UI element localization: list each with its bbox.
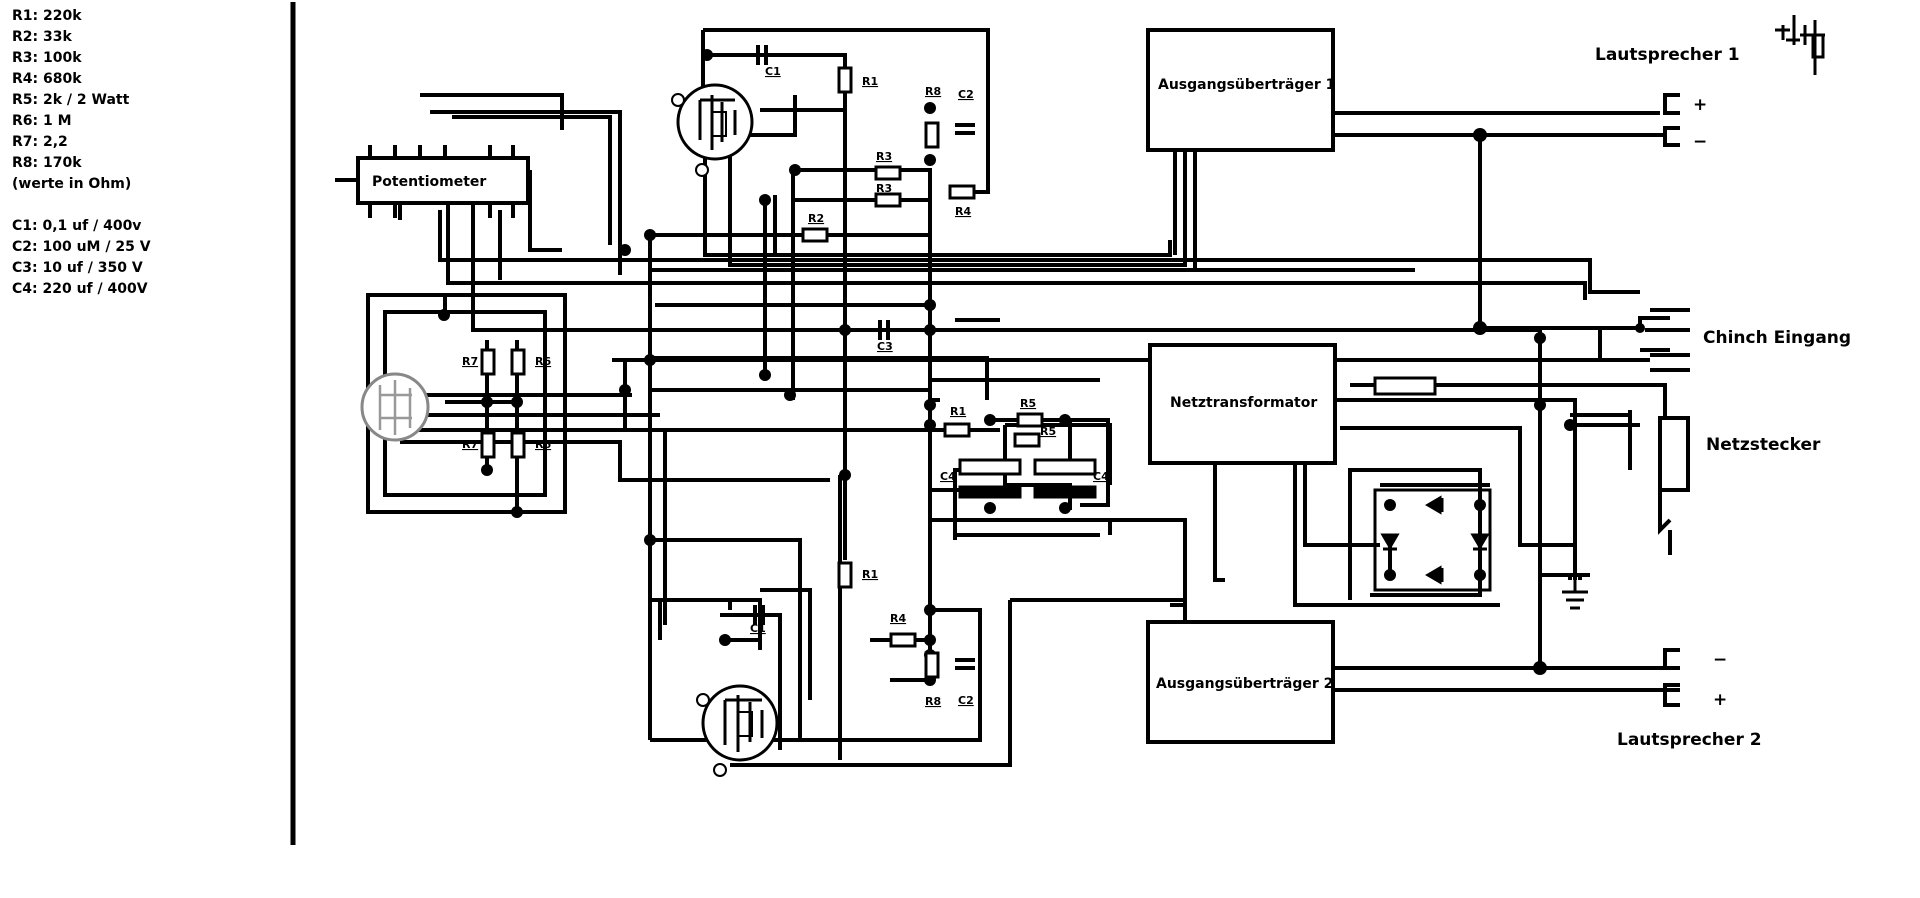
- r1-mid-label: R1: [950, 405, 966, 418]
- legend-r1: R1: 220k: [12, 8, 82, 24]
- r4-top: [948, 184, 976, 200]
- mains-plug: [1658, 416, 1690, 492]
- r7-a: [480, 348, 496, 376]
- r3-a-label: R3: [876, 150, 892, 163]
- rectifier-bridge: [1373, 488, 1492, 592]
- c2-bottom-label: C2: [958, 694, 974, 707]
- output-transformer-1-label: Ausgangsüberträger 1: [1158, 77, 1335, 93]
- component-legend: R1: 220k R2: 33k R3: 100k R4: 680k R5: 2…: [12, 6, 151, 300]
- junctions: [438, 49, 1645, 686]
- legend-r8: R8: 170k: [12, 155, 82, 171]
- r2-label: R2: [808, 212, 824, 225]
- r1-mid: [943, 422, 971, 438]
- c4-a-bottom: [958, 485, 1022, 499]
- r4-top-label: R4: [955, 205, 971, 218]
- speaker-1-minus: −: [1693, 132, 1707, 152]
- r8-bottom-label: R8: [925, 695, 941, 708]
- legend-r4: R4: 680k: [12, 71, 82, 87]
- legend-r7: R7: 2,2: [12, 134, 68, 150]
- legend-r2: R2: 33k: [12, 29, 72, 45]
- wiring: [366, 28, 1680, 767]
- potentiometer-label: Potentiometer: [372, 174, 486, 190]
- r5-b: [1013, 432, 1041, 448]
- r7-a-label: R7: [462, 355, 478, 368]
- c2-top-symbol: [955, 123, 975, 135]
- r6-b: [510, 431, 526, 459]
- potentiometer-block: Potentiometer: [335, 145, 530, 218]
- r7-b-label: R7: [462, 438, 478, 451]
- speaker-1-plus: +: [1693, 95, 1707, 115]
- legend-c1: C1: 0,1 uf / 400v: [12, 218, 142, 234]
- c1-top-symbol: [756, 45, 768, 65]
- output-transformer-2-block: Ausgangsüberträger 2: [1146, 620, 1335, 744]
- r7-b: [480, 431, 496, 459]
- tube-left: [360, 372, 430, 442]
- r1-top: [837, 66, 853, 94]
- r8-top: [924, 121, 940, 149]
- r6-a-label: R6: [535, 355, 551, 368]
- r1-top-label: R1: [862, 75, 878, 88]
- c3-symbol: [878, 320, 890, 340]
- ground-symbol: [1562, 580, 1588, 610]
- r5-b-label: R5: [1040, 425, 1056, 438]
- c1-bottom-label: C1: [750, 622, 766, 635]
- battery-symbol: [1775, 15, 1825, 75]
- r8-top-label: R8: [925, 85, 941, 98]
- r8-bottom: [924, 651, 940, 679]
- c4-a-label: C4: [940, 470, 956, 483]
- tube-bottom: [696, 684, 779, 777]
- speaker-2-label: Lautsprecher 2: [1617, 730, 1762, 750]
- r5-a-label: R5: [1020, 397, 1036, 410]
- cinch-input-label: Chinch Eingang: [1703, 328, 1851, 348]
- c1-bottom-symbol: [753, 605, 765, 625]
- c4-b-bottom: [1033, 485, 1097, 499]
- legend-c3: C3: 10 uf / 350 V: [12, 260, 143, 276]
- c3-label: C3: [877, 340, 893, 353]
- r3-a: [874, 165, 902, 181]
- r6-a: [510, 348, 526, 376]
- r4-bottom: [889, 632, 917, 648]
- r5-a: [1016, 412, 1044, 428]
- output-transformer-2-label: Ausgangsüberträger 2: [1156, 676, 1333, 692]
- c2-bottom-symbol: [955, 658, 975, 670]
- legend-c2: C2: 100 uM / 25 V: [12, 239, 151, 255]
- r1-bottom: [837, 561, 853, 589]
- c2-top-label: C2: [958, 88, 974, 101]
- legend-c4: C4: 220 uf / 400V: [12, 281, 148, 297]
- speaker-connectors: [1645, 93, 1690, 707]
- speaker-2-plus: +: [1713, 690, 1727, 710]
- legend-r5: R5: 2k / 2 Watt: [12, 92, 130, 108]
- r4-bottom-label: R4: [890, 612, 906, 625]
- tube-top: [671, 83, 754, 177]
- c4-b-label: C4: [1093, 470, 1109, 483]
- c1-top-label: C1: [765, 65, 781, 78]
- mains-transformer-block: Netztransformator: [1148, 343, 1337, 465]
- mains-transformer-label: Netztransformator: [1170, 395, 1317, 411]
- legend-r3: R3: 100k: [12, 50, 82, 66]
- r3-b-label: R3: [876, 182, 892, 195]
- c4-b-top: [1033, 458, 1097, 476]
- text-labels: Lautsprecher 1 + − Chinch Eingang Netzst…: [462, 45, 1851, 750]
- capacitors: [753, 45, 1097, 670]
- output-transformer-1-block: Ausgangsüberträger 1: [1146, 28, 1335, 152]
- resistors: [480, 66, 1690, 679]
- r6-b-label: R6: [535, 438, 551, 451]
- legend-r6: R6: 1 M: [12, 113, 72, 129]
- legend-unit-note: (werte in Ohm): [12, 176, 132, 192]
- fuse: [1373, 376, 1437, 396]
- r2: [801, 227, 829, 243]
- r1-bottom-label: R1: [862, 568, 878, 581]
- speaker-2-minus: −: [1713, 650, 1727, 670]
- c4-a-top: [958, 458, 1022, 476]
- mains-plug-label: Netzstecker: [1706, 435, 1821, 455]
- r3-b: [874, 192, 902, 208]
- speaker-1-label: Lautsprecher 1: [1595, 45, 1740, 65]
